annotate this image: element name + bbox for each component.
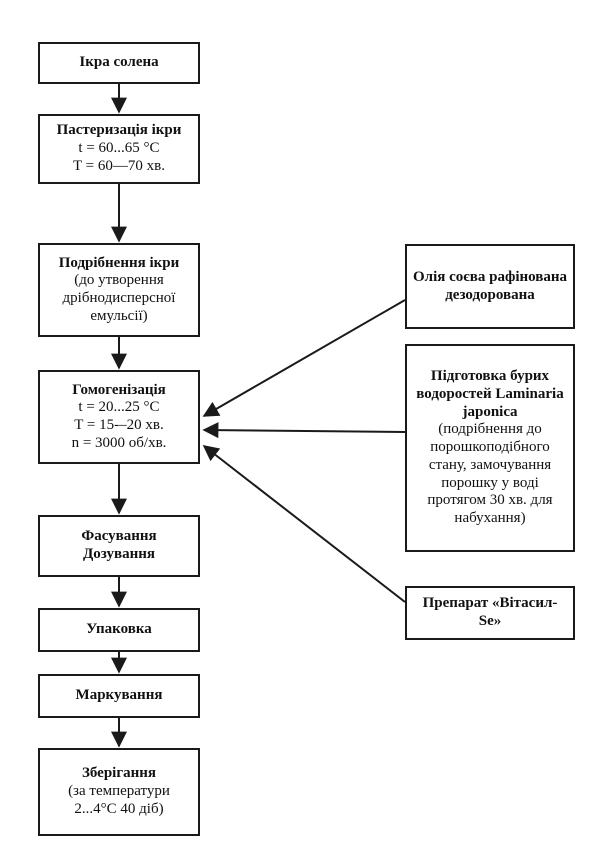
step-param: t = 60...65 °C	[78, 140, 160, 157]
step-homogenization: Гомогенізація t = 20...25 °C T = 15-–20 …	[38, 370, 200, 464]
step-param: T = 60—70 хв.	[73, 157, 165, 174]
step-param: n = 3000 об/хв.	[71, 434, 167, 451]
input-note: порошку у воді	[441, 474, 539, 491]
step-storage: Зберігання (за температури 2...4°С 40 ді…	[38, 748, 200, 836]
step-packaging: Упаковка	[38, 608, 200, 652]
step-note: емульсії)	[90, 307, 148, 324]
step-title: Ікра солена	[79, 54, 159, 71]
step-title: Гомогенізація	[72, 381, 166, 398]
input-title: Препарат «Вітасил-Se»	[422, 595, 558, 629]
arrow-algae-to-homogenization	[202, 422, 406, 439]
step-param: t = 20...25 °C	[78, 399, 160, 416]
step-note: дрібнодисперсної	[62, 290, 176, 306]
arrow-vitasil-to-homogenization	[202, 445, 406, 603]
input-note: стану, замочування	[428, 456, 552, 473]
step-title: Зберігання	[81, 765, 157, 782]
input-title: Підготовка бурих водоростей Laminaria ja…	[416, 368, 564, 420]
input-note: протягом 30 хв. для	[427, 492, 553, 509]
step-title: Фасування Дозування	[81, 528, 157, 562]
step-labeling: Маркування	[38, 674, 200, 718]
input-title: Олія соєва рафінована дезодорована	[413, 268, 568, 303]
step-pasteurization: Пастеризація ікри t = 60...65 °C T = 60—…	[38, 114, 200, 184]
step-title: Подрібнення ікри	[58, 254, 180, 271]
step-title: Маркування	[75, 687, 163, 704]
input-soybean-oil: Олія соєва рафінована дезодорована	[405, 244, 575, 329]
input-note: набухання)	[454, 509, 526, 526]
input-brown-algae: Підготовка бурих водоростей Laminaria ja…	[405, 344, 575, 552]
input-note: порошкоподібного	[430, 439, 550, 456]
input-note: (подрібнення до	[438, 421, 542, 438]
step-param: T = 15-–20 хв.	[74, 417, 164, 433]
step-salted-caviar: Ікра солена	[38, 42, 200, 84]
step-note: (за температури	[68, 783, 170, 800]
input-vitasil-preparation: Препарат «Вітасил-Se»	[405, 586, 575, 640]
step-note: 2...4°С 40 діб)	[74, 800, 164, 817]
step-grinding: Подрібнення ікри (до утворення дрібнодис…	[38, 243, 200, 337]
step-filling-dosing: Фасування Дозування	[38, 515, 200, 577]
step-title: Упаковка	[86, 621, 152, 638]
step-note: (до утворення	[74, 272, 164, 289]
arrow-oil-to-homogenization	[202, 299, 406, 417]
step-title: Пастеризація ікри	[56, 122, 182, 139]
